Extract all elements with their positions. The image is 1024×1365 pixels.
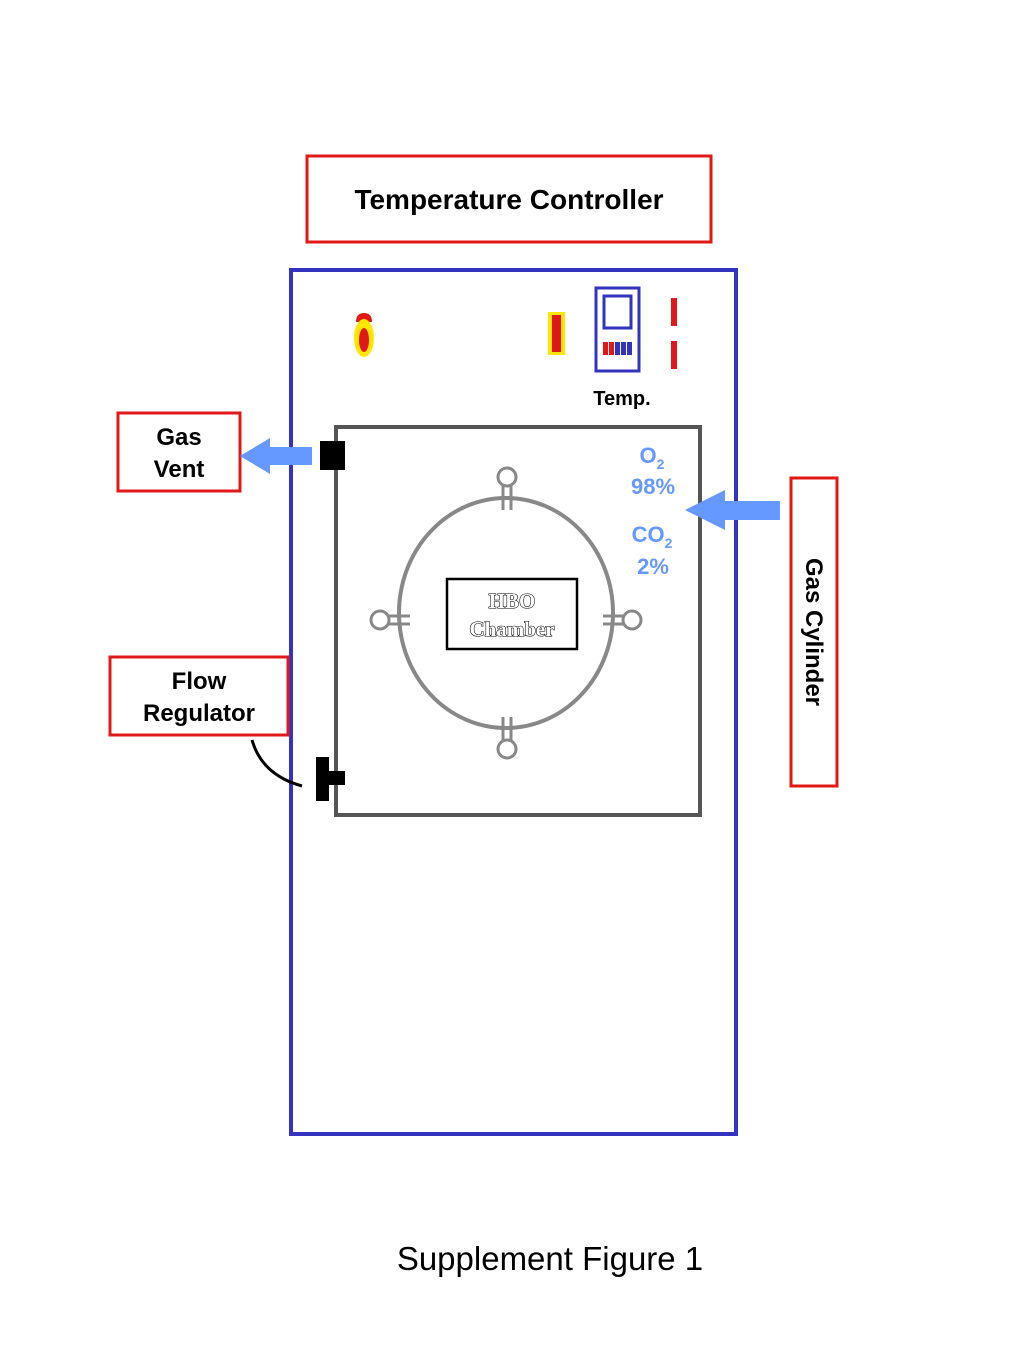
clamp-bottom-icon [496,717,518,760]
heater-icon [548,312,565,355]
flow-regulator-text-2: Regulator [143,700,255,727]
o2-label: O2 [640,443,665,472]
temperature-controller-label: Temperature Controller [305,154,713,244]
flow-regulator-text-1: Flow [172,668,227,695]
gas-vent-text-2: Vent [154,456,205,483]
o2-percent: 98% [631,474,675,499]
gas-cylinder-label: Gas Cylinder [789,476,839,788]
gas-mix-readout: O2 98% CO2 2% [631,443,675,579]
figure-caption: Supplement Figure 1 [396,1240,704,1277]
clamp-left-icon [369,609,410,631]
incubator-frame [289,268,738,1136]
temp-label: Temp. [593,388,650,410]
hbo-ring [397,496,615,730]
flame-icon [354,313,374,357]
flow-regulator-pointer [250,739,303,788]
hbo-chamber: HBO Chamber [369,466,643,760]
co2-label: CO2 [632,522,673,551]
gas-chamber [334,425,702,817]
vent-valve-icon [320,441,345,470]
gas-cylinder-text: Gas Cylinder [800,558,827,706]
clamp-right-icon [603,609,643,631]
vent-arrow-icon [240,438,312,474]
hbo-label-box [445,577,579,651]
inlet-arrow-icon [685,490,780,530]
gas-vent-label: Gas Vent [116,411,242,493]
gas-vent-text-1: Gas [156,424,201,451]
flow-regulator-label: Flow Regulator [108,655,290,737]
temperature-controller-text: Temperature Controller [354,184,663,215]
hbo-text-2: Chamber [469,617,554,641]
clamp-top-icon [496,466,518,510]
indicator-lines-icon [671,298,677,369]
thermostat-icon [594,286,641,373]
co2-percent: 2% [637,554,669,579]
hbo-text-1: HBO [489,589,536,613]
flow-valve-icon [316,757,345,801]
